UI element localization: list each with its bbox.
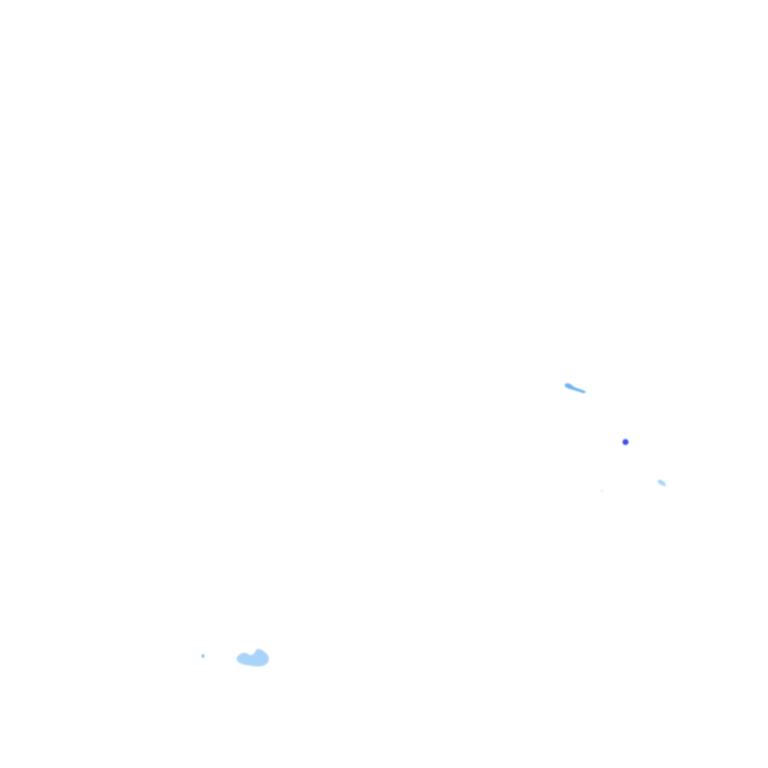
- precip-cell-heavy: [622, 439, 629, 445]
- precip-cell-east: [657, 479, 666, 487]
- precip-cell-southwest: [236, 648, 269, 667]
- precip-speck: [601, 490, 603, 492]
- precip-cell-northeast: [564, 383, 586, 394]
- precip-speck-southwest: [201, 654, 205, 658]
